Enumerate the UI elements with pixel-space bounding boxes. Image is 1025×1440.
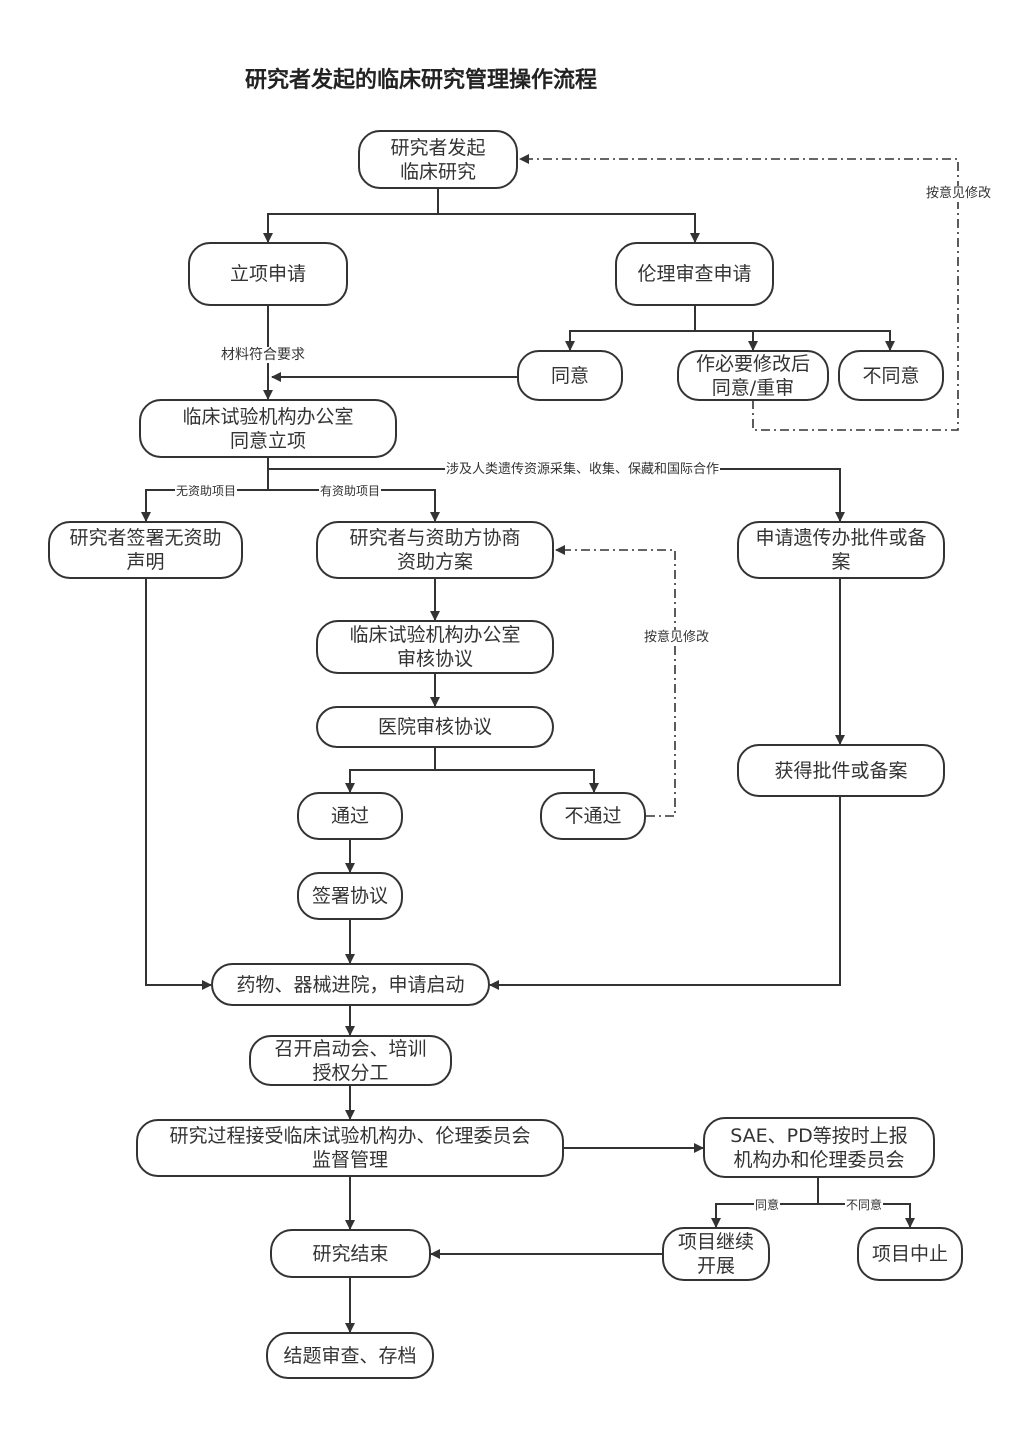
node-funding-negotiate-label: 研究者与资助方协商 资助方案 [349,527,521,573]
node-office-review: 临床试验机构办公室 审核协议 [316,620,554,674]
node-sign-label: 签署协议 [311,885,388,907]
node-project-apply-label: 立项申请 [229,263,306,285]
node-genetic-obtain: 获得批件或备案 [737,744,945,797]
edge-label-sae-disagree: 不同意 [845,1197,884,1213]
node-continue-label: 项目继续 开展 [677,1231,754,1277]
node-continue: 项目继续 开展 [662,1227,770,1281]
node-ethics-disagree-label: 不同意 [862,364,920,387]
node-archive-label: 结题审查、存档 [283,1344,417,1367]
node-supervision: 研究过程接受临床试验机构办、伦理委员会 监督管理 [136,1119,564,1177]
node-kickoff-label: 召开启动会、培训 授权分工 [274,1037,427,1084]
edge-label-sae-agree: 同意 [754,1197,781,1213]
node-study-end: 研究结束 [270,1229,431,1278]
node-ethics-apply-label: 伦理审查申请 [637,263,752,285]
node-funding-negotiate: 研究者与资助方协商 资助方案 [316,521,554,579]
node-archive: 结题审查、存档 [266,1332,434,1379]
edge-label-genetic-resource: 涉及人类遗传资源采集、收集、保藏和国际合作 [445,462,721,478]
edge-modify-loop-top [519,154,959,431]
node-supervision-label: 研究过程接受临床试验机构办、伦理委员会 监督管理 [169,1125,531,1171]
node-ethics-agree-label: 同意 [550,364,589,387]
node-ethics-modify-label: 作必要修改后 同意/重审 [695,352,810,399]
node-hospital-review: 医院审核协议 [316,706,554,748]
node-genetic-apply-label: 申请遗传办批件或备 案 [755,527,927,573]
edge-ethics-agree [565,306,696,351]
edge-ethics-modify [695,330,758,351]
node-fail-label: 不通过 [564,805,622,827]
node-office-approve-label: 临床试验机构办公室 同意立项 [182,405,354,452]
edge-label-modify-top: 按意见修改 [925,186,993,202]
edge-label-no-funding: 无资助项目 [175,483,238,499]
edge-nofunding-drug [145,579,212,990]
node-no-funding: 研究者签署无资助 声明 [48,521,243,579]
node-ethics-apply: 伦理审查申请 [615,242,774,306]
node-start-label: 研究者发起 临床研究 [390,136,486,183]
page-title: 研究者发起的临床研究管理操作流程 [245,68,598,93]
edge-hospital-fail [435,769,599,793]
node-project-apply: 立项申请 [188,242,348,306]
edge-start-split [263,188,439,243]
node-study-end-label: 研究结束 [312,1242,389,1265]
node-terminate: 项目中止 [857,1227,963,1281]
edge-modify-loop-mid [555,545,676,817]
node-office-approve: 临床试验机构办公室 同意立项 [139,399,397,458]
node-kickoff: 召开启动会、培训 授权分工 [249,1035,452,1086]
edge-label-funding: 有资助项目 [319,483,382,499]
edge-label-materials-ok: 材料符合要求 [220,347,306,363]
node-genetic-apply: 申请遗传办批件或备 案 [737,521,945,579]
edge-obtain-drug [489,797,841,990]
node-start: 研究者发起 临床研究 [358,130,518,189]
node-ethics-agree: 同意 [517,350,623,401]
node-office-review-label: 临床试验机构办公室 审核协议 [349,624,521,670]
node-terminate-label: 项目中止 [871,1243,948,1265]
edge-hospital-split [345,748,436,793]
node-ethics-disagree: 不同意 [838,350,944,401]
node-fail: 不通过 [540,792,646,840]
node-genetic-obtain-label: 获得批件或备案 [774,759,908,782]
node-ethics-modify: 作必要修改后 同意/重审 [677,350,829,401]
node-sign: 签署协议 [297,872,403,920]
node-sae-report: SAE、PD等按时上报 机构办和伦理委员会 [703,1117,935,1178]
node-sae-report-label: SAE、PD等按时上报 机构办和伦理委员会 [730,1124,908,1171]
node-drug-entry-label: 药物、器械进院，申请启动 [236,973,465,996]
node-hospital-review-label: 医院审核协议 [377,716,492,738]
node-pass: 通过 [297,792,403,840]
node-no-funding-label: 研究者签署无资助 声明 [69,527,222,573]
edge-start-ethics [438,213,700,243]
node-pass-label: 通过 [330,805,369,827]
edge-label-modify-mid: 按意见修改 [643,630,711,646]
node-drug-entry: 药物、器械进院，申请启动 [211,963,490,1006]
edge-ethics-disagree [695,330,895,351]
